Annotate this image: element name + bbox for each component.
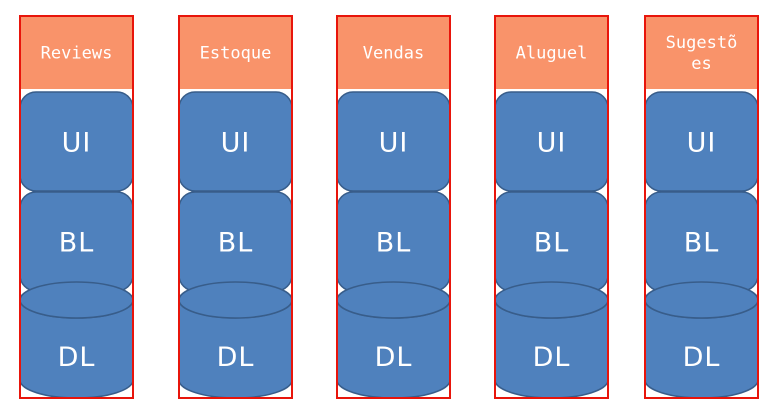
dl-layer-label: DL: [58, 342, 96, 373]
service-header: [179, 16, 292, 89]
bl-layer-label: BL: [218, 228, 254, 259]
ui-layer-label: UI: [62, 128, 92, 159]
service-title: Reviews: [41, 44, 113, 64]
dl-cylinder-top: [494, 281, 609, 319]
dl-cylinder-top: [19, 281, 134, 319]
ui-layer-label: UI: [537, 128, 567, 159]
service-title: Estoque: [200, 44, 272, 64]
service-header: [337, 16, 450, 89]
bl-layer-label: BL: [534, 228, 570, 259]
service-column-border: [336, 15, 451, 399]
service-title: es: [691, 54, 711, 74]
service-header: [20, 16, 133, 89]
service-header: [645, 16, 758, 89]
service-title: Sugestõ: [666, 33, 738, 53]
dl-layer-label: DL: [217, 342, 255, 373]
service-column-border: [19, 15, 134, 399]
dl-layer-label: DL: [533, 342, 571, 373]
ui-layer-label: UI: [687, 128, 717, 159]
bl-layer-label: BL: [684, 228, 720, 259]
service-column-border: [494, 15, 609, 399]
dl-layer-label: DL: [375, 342, 413, 373]
service-header: [495, 16, 608, 89]
dl-cylinder-top: [178, 281, 293, 319]
dl-cylinder-top: [644, 281, 759, 319]
service-title: Aluguel: [516, 44, 588, 64]
bl-layer-label: BL: [376, 228, 412, 259]
service-title: Vendas: [363, 44, 424, 64]
ui-layer-label: UI: [221, 128, 251, 159]
bl-layer-label: BL: [59, 228, 95, 259]
dl-cylinder-top: [336, 281, 451, 319]
dl-layer-label: DL: [683, 342, 721, 373]
service-column-border: [644, 15, 759, 399]
service-column-border: [178, 15, 293, 399]
ui-layer-label: UI: [379, 128, 409, 159]
